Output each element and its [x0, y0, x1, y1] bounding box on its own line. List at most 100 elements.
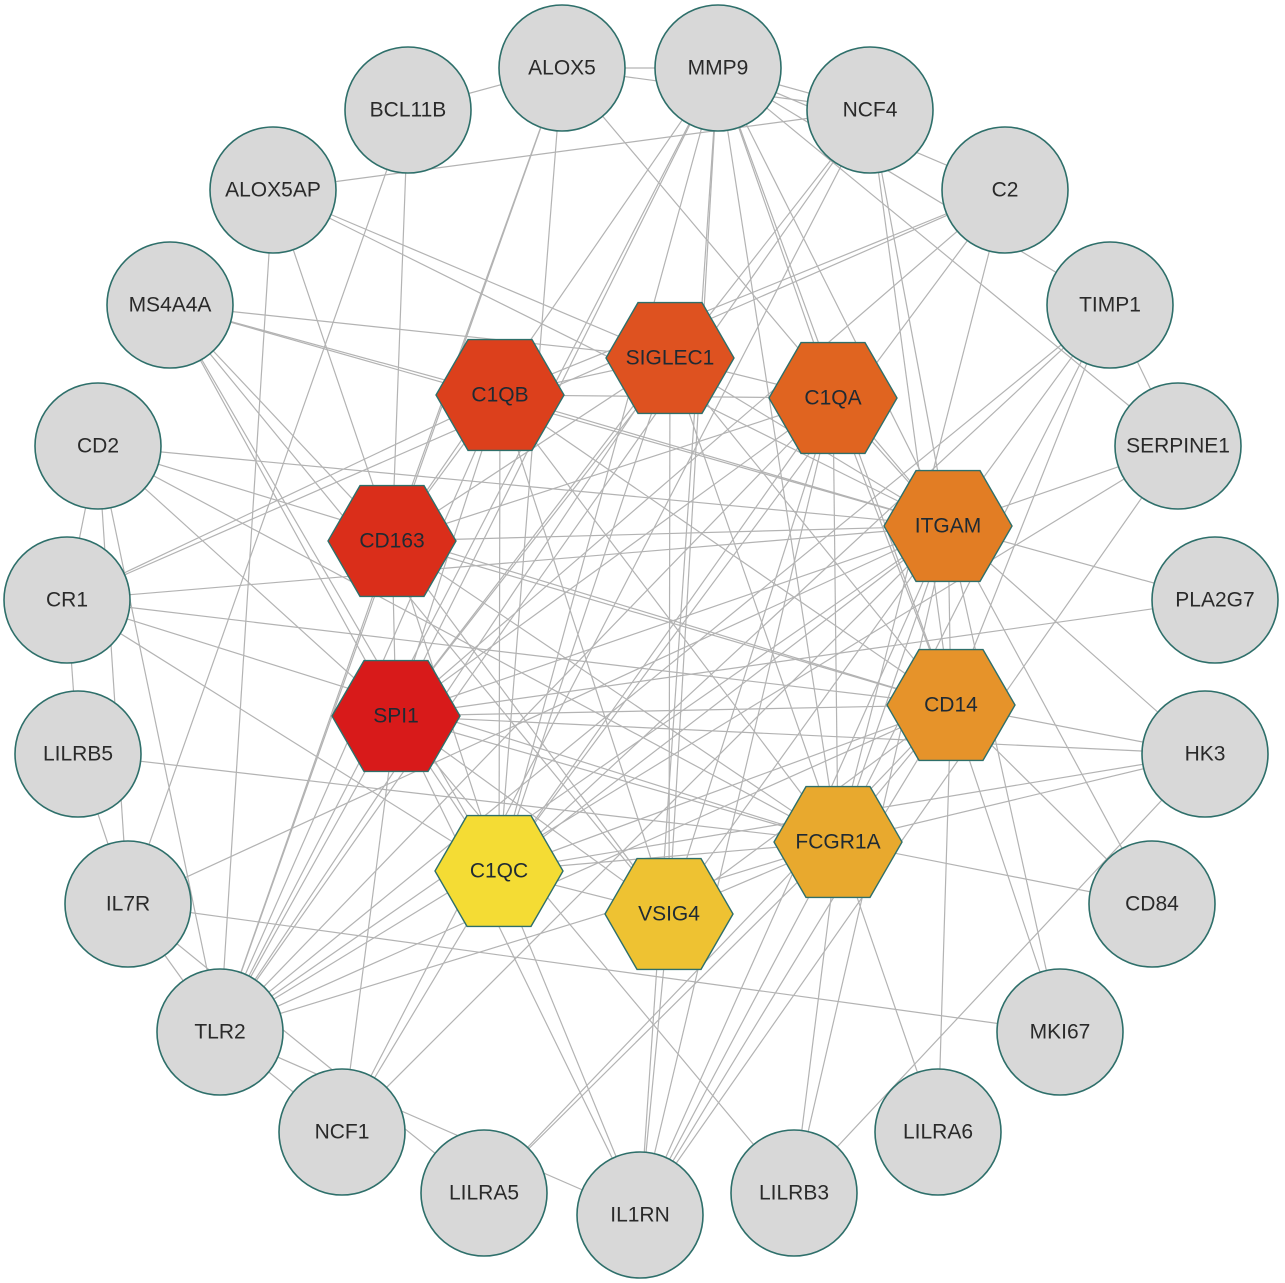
node-label: LILRA5 — [449, 1182, 519, 1205]
edge-mmp9-serpine1 — [717, 67, 1179, 447]
node-label: MS4A4A — [129, 294, 212, 317]
edge-il1rn-c1qa — [639, 397, 834, 1216]
edge-cd163-fcgr1a — [391, 540, 839, 843]
edge-alox5-c1qc — [498, 67, 563, 872]
gene-circle — [156, 968, 284, 1096]
edge-mmp9-cd163 — [391, 67, 719, 542]
gene-circle — [806, 46, 934, 174]
node-mki67: MKI67 — [996, 968, 1124, 1096]
node-spi1: SPI1 — [331, 659, 461, 773]
hub-gene-hexagon — [434, 814, 564, 928]
gene-circle — [106, 241, 234, 369]
edge-c2-c1qc — [498, 189, 1006, 872]
node-serpine1: SERPINE1 — [1114, 382, 1242, 510]
node-c1qc: C1QC — [434, 814, 564, 928]
node-label: SPI1 — [373, 705, 419, 728]
edge-itgam-vsig4 — [668, 525, 949, 915]
node-vsig4: VSIG4 — [604, 857, 734, 971]
edge-lilrb5-fcgr1a — [77, 753, 839, 843]
node-cd14: CD14 — [886, 648, 1016, 762]
node-label: IL7R — [106, 893, 150, 916]
hub-gene-hexagon — [773, 785, 903, 899]
edge-cr1-c1qc — [66, 599, 500, 872]
hub-gene-hexagon — [604, 857, 734, 971]
edge-serpine1-il1rn — [639, 445, 1179, 1216]
gene-circle — [654, 4, 782, 132]
edge-tlr2-cd14 — [219, 704, 952, 1033]
edge-spi1-c1qa — [395, 397, 834, 717]
edge-mmp9-vsig4 — [668, 67, 719, 915]
edge-cd163-cd14 — [391, 540, 952, 706]
edge-serpine1-tlr2 — [219, 445, 1179, 1033]
node-label: ALOX5 — [528, 57, 596, 80]
gene-circle — [34, 382, 162, 510]
gene-circle — [1141, 690, 1269, 818]
node-tlr2: TLR2 — [156, 968, 284, 1096]
hub-gene-hexagon — [883, 469, 1013, 583]
edge-ncf4-itgam — [869, 109, 949, 527]
hub-gene-hexagon — [327, 484, 457, 598]
node-label: BCL11B — [370, 99, 447, 122]
node-label: CD163 — [359, 530, 424, 553]
edge-il1rn-cd14 — [639, 704, 952, 1216]
gene-circle — [3, 536, 131, 664]
edge-cd14-c1qc — [498, 704, 952, 872]
edge-spi1-cd14 — [395, 704, 952, 717]
node-fcgr1a: FCGR1A — [773, 785, 903, 899]
gene-circle — [1046, 241, 1174, 369]
edge-siglec1-vsig4 — [668, 357, 671, 915]
edge-ncf1-itgam — [341, 525, 949, 1133]
edge-mmp9-itgam — [717, 67, 949, 527]
node-label: CD84 — [1125, 893, 1179, 916]
node-label: LILRB5 — [43, 743, 113, 766]
node-label: TLR2 — [194, 1021, 245, 1044]
node-label: CR1 — [46, 589, 88, 612]
gene-circle — [1151, 536, 1279, 664]
edge-tlr2-fcgr1a — [219, 841, 839, 1033]
gene-circle — [874, 1068, 1002, 1196]
gene-circle — [1088, 840, 1216, 968]
edge-lilrb3-spi1 — [395, 715, 795, 1194]
edge-c1qa-c1qc — [498, 397, 834, 872]
gene-circle — [278, 1068, 406, 1196]
node-label: MMP9 — [688, 57, 749, 80]
node-lilra5: LILRA5 — [420, 1129, 548, 1257]
node-label: NCF4 — [843, 99, 898, 122]
node-label: LILRA6 — [903, 1121, 973, 1144]
edge-c2-c1qb — [499, 189, 1006, 396]
edge-timp1-cd14 — [950, 304, 1111, 706]
node-c1qa: C1QA — [768, 341, 898, 455]
node-label: SERPINE1 — [1126, 435, 1230, 458]
hub-gene-hexagon — [605, 301, 735, 415]
node-ncf4: NCF4 — [806, 46, 934, 174]
node-label: PLA2G7 — [1175, 589, 1254, 612]
node-alox5: ALOX5 — [498, 4, 626, 132]
edge-bcl11b-cd163 — [391, 109, 409, 542]
gene-circle — [730, 1129, 858, 1257]
node-cr1: CR1 — [3, 536, 131, 664]
node-label: ITGAM — [915, 515, 982, 538]
node-label: MKI67 — [1030, 1021, 1091, 1044]
node-lilrb3: LILRB3 — [730, 1129, 858, 1257]
edge-spi1-fcgr1a — [395, 715, 839, 843]
node-c2: C2 — [941, 126, 1069, 254]
edge-timp1-tlr2 — [219, 304, 1111, 1033]
edge-il1rn-fcgr1a — [639, 841, 839, 1216]
node-label: VSIG4 — [638, 903, 700, 926]
node-timp1: TIMP1 — [1046, 241, 1174, 369]
edge-tlr2-c1qa — [219, 397, 834, 1033]
edge-alox5-cd163 — [391, 67, 563, 542]
edge-mmp9-c1qc — [498, 67, 719, 872]
edge-siglec1-c1qc — [498, 357, 671, 872]
edge-c1qa-vsig4 — [668, 397, 834, 915]
node-ms4a4a: MS4A4A — [106, 241, 234, 369]
edge-tlr2-cd163 — [219, 540, 393, 1033]
gene-circle — [420, 1129, 548, 1257]
edge-c1qa-fcgr1a — [832, 397, 839, 843]
edge-alox5ap-siglec1 — [272, 189, 671, 359]
hub-gene-hexagon — [435, 338, 565, 452]
node-bcl11b: BCL11B — [344, 46, 472, 174]
node-label: C1QC — [470, 860, 528, 883]
